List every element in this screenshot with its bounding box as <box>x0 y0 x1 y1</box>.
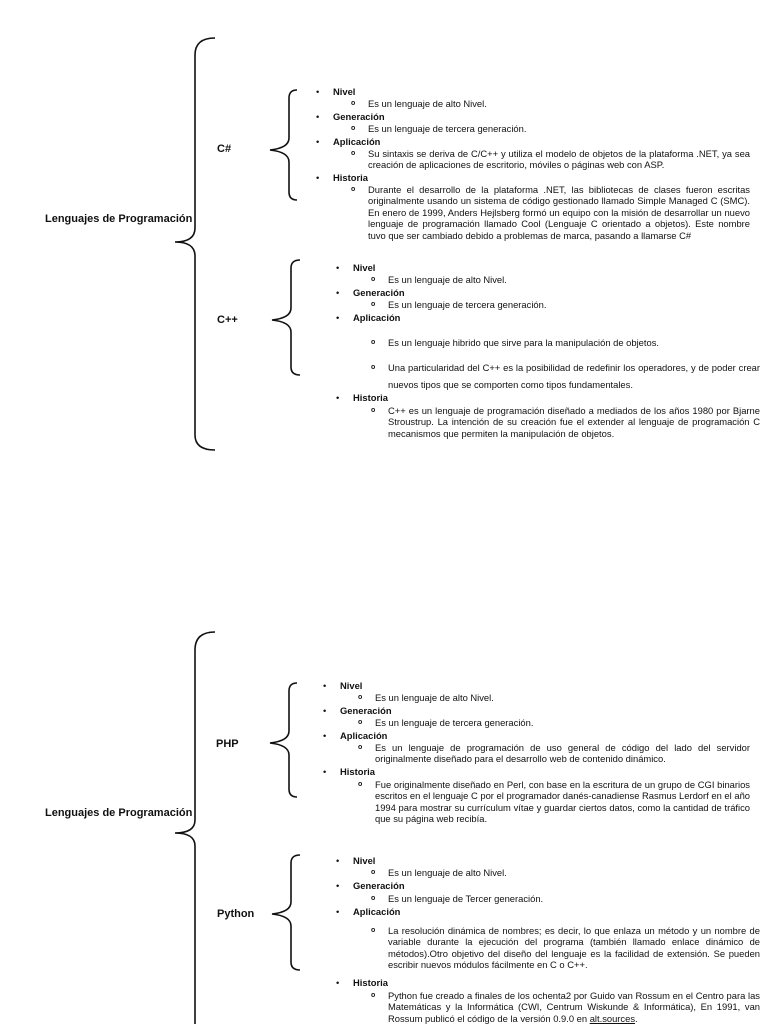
section-php-label: PHP <box>216 738 239 750</box>
item-text: Es un lenguaje de alto Nivel. <box>358 692 750 704</box>
item-heading-historia: Historia <box>336 392 388 404</box>
item-text: Fue originalmente diseñado en Perl, con … <box>358 779 750 825</box>
item-text: Python fue creado a finales de los ochen… <box>371 990 760 1024</box>
item-text: Es un lenguaje de alto Nivel. <box>371 867 760 879</box>
item-text: C++ es un lenguaje de programación diseñ… <box>371 405 760 439</box>
item-text: Su sintaxis se deriva de C/C++ y utiliza… <box>351 148 750 171</box>
php-brace-icon <box>269 682 298 798</box>
item-text: Es un lenguaje hibrido que sirve para la… <box>371 337 760 349</box>
item-heading-historia: Historia <box>323 766 375 778</box>
item-heading-aplicacion: Aplicación <box>323 730 388 742</box>
section-cpp-label: C++ <box>217 314 238 326</box>
python-brace-icon <box>271 854 301 971</box>
alt-sources-link[interactable]: alt.sources <box>589 1012 636 1024</box>
item-heading-generacion: Generación <box>336 287 404 299</box>
csharp-brace-icon <box>269 89 298 201</box>
item-heading-aplicacion: Aplicación <box>316 136 381 148</box>
item-text: Es un lenguaje de tercera generación. <box>371 299 760 311</box>
item-text: Es un lenguaje de alto Nivel. <box>351 98 750 110</box>
item-text: Es un lenguaje de alto Nivel. <box>371 274 760 286</box>
item-heading-nivel: Nivel <box>336 855 376 867</box>
item-heading-nivel: Nivel <box>323 680 363 692</box>
item-heading-aplicacion: Aplicación <box>336 312 401 324</box>
cpp-brace-icon <box>271 259 301 376</box>
group-2-brace-icon <box>174 631 216 1024</box>
item-text: Es un lenguaje de tercera generación. <box>351 123 750 135</box>
item-heading-generacion: Generación <box>336 880 404 892</box>
item-text: Es un lenguaje de tercera generación. <box>358 717 750 729</box>
group-1-brace-icon <box>174 37 216 451</box>
section-csharp-label: C# <box>217 143 232 155</box>
item-heading-generacion: Generación <box>323 705 391 717</box>
item-text: Es un lenguaje de programación de uso ge… <box>358 742 750 765</box>
section-python-label: Python <box>217 908 255 920</box>
item-text: Durante el desarrollo de la plataforma .… <box>351 184 750 241</box>
item-heading-generacion: Generación <box>316 111 384 123</box>
group-1-title: Lenguajes de Programación <box>45 213 193 225</box>
item-text: Una particularidad del C++ es la posibil… <box>371 359 760 393</box>
item-heading-historia: Historia <box>336 977 388 989</box>
item-heading-nivel: Nivel <box>316 86 356 98</box>
item-heading-aplicacion: Aplicación <box>336 906 401 918</box>
item-text: La resolución dinámica de nombres; es de… <box>371 925 760 971</box>
group-2-title: Lenguajes de Programación <box>45 807 193 819</box>
item-heading-historia: Historia <box>316 172 368 184</box>
item-text: Es un lenguaje de Tercer generación. <box>371 893 760 905</box>
item-heading-nivel: Nivel <box>336 262 376 274</box>
